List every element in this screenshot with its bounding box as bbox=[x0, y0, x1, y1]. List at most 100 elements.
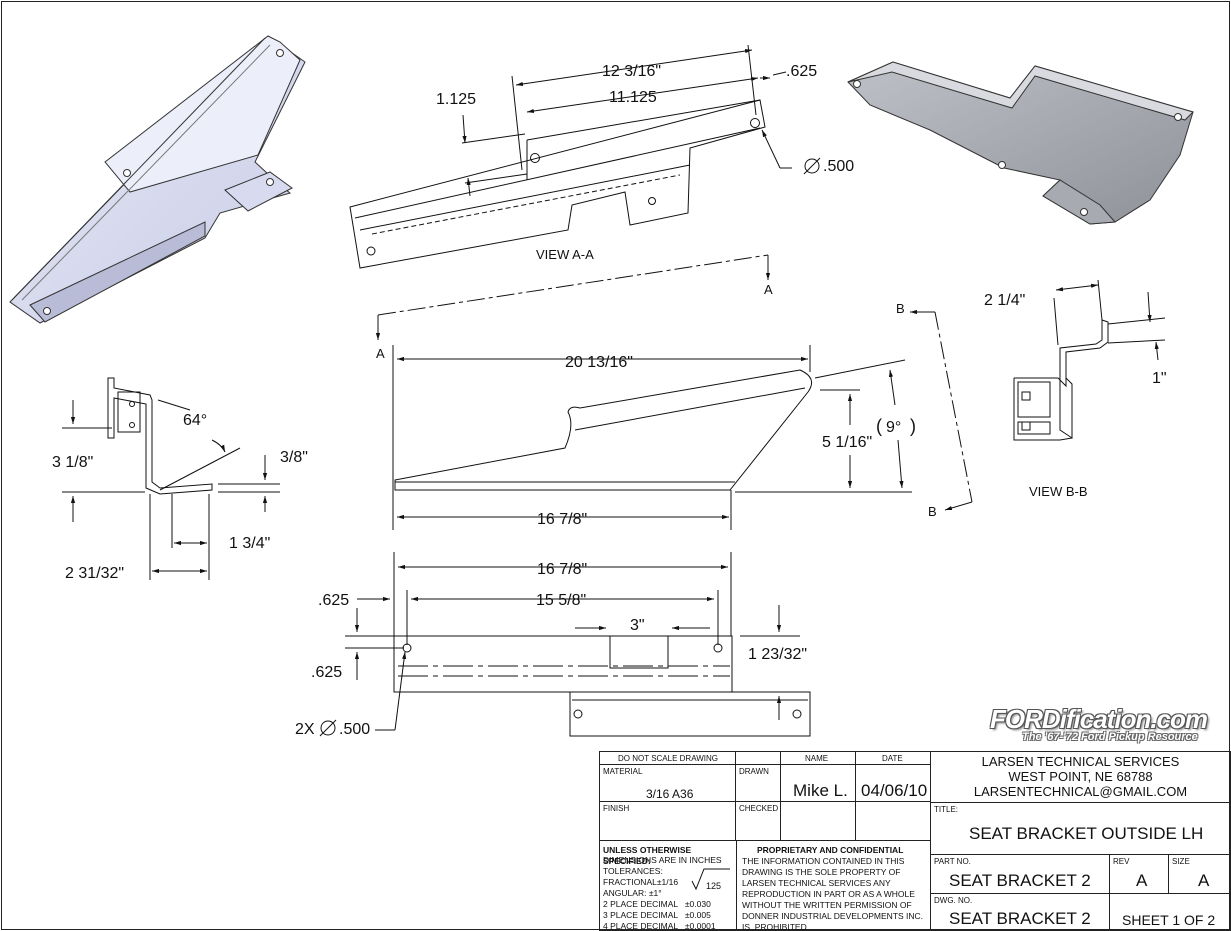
unless-line-5: 3 PLACE DECIMAL ±0.005 bbox=[603, 910, 711, 920]
do-not-scale-cell: DO NOT SCALE DRAWING bbox=[599, 751, 736, 765]
drawn-date: 04/06/10 bbox=[861, 781, 928, 800]
title-cell: TITLE: SEAT BRACKET OUTSIDE LH bbox=[930, 802, 1231, 855]
section-line-a bbox=[375, 254, 771, 340]
prop-line-5: DONNER INDUSTRIAL DEVELOPMENTS INC. bbox=[742, 911, 924, 921]
unless-line-6: 4 PLACE DECIMAL ±0.0001 bbox=[603, 921, 716, 931]
checked-label: CHECKED bbox=[739, 804, 779, 813]
finish-mark: 125 bbox=[706, 881, 722, 891]
name-header-cell: NAME bbox=[780, 751, 856, 765]
drawn-name: Mike L. bbox=[793, 781, 848, 800]
name-header: NAME bbox=[805, 754, 829, 763]
dim-plan-top-offset: .625 bbox=[311, 664, 342, 681]
section-b-label-bottom: B bbox=[928, 504, 937, 519]
dim-aa-hole-span: 11.125 bbox=[609, 89, 657, 106]
dim-plan-hole-count: 2X bbox=[295, 721, 315, 738]
dwg-no-cell: DWG. NO. SEAT BRACKET 2 bbox=[930, 893, 1110, 931]
dim-plan-depth: 1 23/32" bbox=[748, 646, 807, 663]
drawn-date-cell: 04/06/10 bbox=[855, 764, 931, 802]
dim-aa-hole-dia: .500 bbox=[823, 158, 854, 175]
unless-line-2: FRACTIONAL±1/16 bbox=[603, 877, 679, 887]
drawn-cell: DRAWN bbox=[735, 764, 781, 802]
dim-bb-width: 2 1/4" bbox=[984, 292, 1025, 309]
paren-close: ) bbox=[910, 416, 916, 436]
dim-bb-offset: 1" bbox=[1152, 370, 1167, 387]
view-aa bbox=[349, 44, 821, 269]
size-value: A bbox=[1198, 871, 1210, 890]
part-no-label: PART NO. bbox=[934, 857, 971, 866]
view-bb bbox=[1013, 279, 1166, 441]
checked-name-cell bbox=[780, 801, 856, 841]
section-a-label-left: A bbox=[376, 346, 385, 361]
fordification-watermark: FORDification.com The '67-'72 Ford Picku… bbox=[990, 704, 1208, 743]
watermark-tagline: The '67-'72 Ford Pickup Resource bbox=[1022, 731, 1198, 743]
dim-side-angle: 9° bbox=[886, 419, 901, 436]
dim-plan-overall: 16 7/8" bbox=[537, 561, 587, 578]
prop-line-6: IS PROHIBITED. bbox=[742, 922, 810, 931]
iso-render-left bbox=[9, 35, 306, 324]
prop-line-2: LARSEN TECHNICAL SERVICES ANY bbox=[742, 878, 891, 888]
rev-label: REV bbox=[1113, 857, 1130, 866]
size-label: SIZE bbox=[1172, 857, 1190, 866]
section-line-b bbox=[910, 309, 973, 511]
date-header-cell: DATE bbox=[855, 751, 931, 765]
side-view bbox=[392, 345, 912, 530]
dim-end-angle: 64° bbox=[183, 412, 207, 429]
dim-plan-left-offset: .625 bbox=[318, 592, 349, 609]
dim-plan-notch: 3" bbox=[630, 617, 645, 634]
unless-line-1: TOLERANCES: bbox=[603, 866, 663, 876]
checked-cell: CHECKED bbox=[735, 801, 781, 841]
checked-date-cell bbox=[855, 801, 931, 841]
dwg-no-label: DWG. NO. bbox=[934, 896, 973, 905]
paren-open: ( bbox=[876, 416, 882, 436]
prop-line-0: THE INFORMATION CONTAINED IN THIS bbox=[742, 856, 905, 866]
dim-plan-hole-span: 15 5/8" bbox=[536, 592, 586, 609]
dim-end-height: 3 1/8" bbox=[52, 454, 93, 471]
section-a-label-right: A bbox=[764, 282, 773, 297]
drawn-name-cell: Mike L. bbox=[780, 764, 856, 802]
title-value: SEAT BRACKET OUTSIDE LH bbox=[969, 824, 1204, 843]
dim-side-overall: 20 13/16" bbox=[565, 354, 633, 371]
part-no-value: SEAT BRACKET 2 bbox=[949, 871, 1091, 890]
dim-side-height: 5 1/16" bbox=[822, 434, 872, 451]
iso-render-right bbox=[847, 61, 1194, 225]
sheet-cell: SHEET 1 OF 2 bbox=[1109, 893, 1231, 931]
company-line-1: LARSEN TECHNICAL SERVICES bbox=[981, 754, 1180, 769]
unless-line-4: 2 PLACE DECIMAL ±0.030 bbox=[603, 899, 711, 909]
surface-finish-symbol bbox=[691, 868, 730, 891]
dim-end-foot: 1 3/4" bbox=[229, 535, 270, 552]
dim-end-thickness: 3/8" bbox=[280, 449, 308, 466]
part-no-cell: PART NO. SEAT BRACKET 2 bbox=[930, 854, 1110, 894]
company-line-3: LARSENTECHNICAL@GMAIL.COM bbox=[973, 784, 1188, 799]
finish-cell: FINISH bbox=[599, 801, 736, 841]
prop-title: PROPRIETARY AND CONFIDENTIAL bbox=[757, 845, 904, 855]
dim-side-bottom: 16 7/8" bbox=[537, 511, 587, 528]
view-aa-label: VIEW A-A bbox=[536, 247, 594, 262]
end-view bbox=[62, 377, 280, 580]
title-label: TITLE: bbox=[934, 805, 959, 814]
drawn-label: DRAWN bbox=[739, 767, 769, 776]
unless-line-0: DIMENSIONS ARE IN INCHES bbox=[603, 855, 722, 865]
view-bb-label: VIEW B-B bbox=[1029, 484, 1088, 499]
dwg-no-value: SEAT BRACKET 2 bbox=[949, 909, 1091, 928]
size-cell: SIZE A bbox=[1168, 854, 1231, 894]
rev-cell: REV A bbox=[1109, 854, 1169, 894]
do-not-scale-text: DO NOT SCALE DRAWING bbox=[618, 754, 719, 763]
prop-line-3: REPRODUCTION IN PART OR AS A WHOLE bbox=[742, 889, 915, 899]
unless-title: UNLESS OTHERWISE SPECIFIED: bbox=[603, 845, 692, 866]
finish-label: FINISH bbox=[603, 804, 630, 813]
blank-header-cell bbox=[735, 751, 781, 765]
tolerances-cell: UNLESS OTHERWISE SPECIFIED: DIMENSIONS A… bbox=[599, 840, 737, 931]
proprietary-cell: PROPRIETARY AND CONFIDENTIAL THE INFORMA… bbox=[736, 840, 931, 931]
material-value: 3/16 A36 bbox=[646, 787, 694, 801]
dim-plan-hole-dia: .500 bbox=[339, 721, 370, 738]
dim-end-width: 2 31/32" bbox=[65, 565, 124, 582]
prop-line-1: DRAWING IS THE SOLE PROPERTY OF bbox=[742, 867, 901, 877]
section-b-label-top: B bbox=[896, 301, 905, 316]
watermark-brand: FORDification.com bbox=[990, 704, 1208, 734]
material-label: MATERIAL bbox=[603, 767, 643, 776]
plan-view bbox=[319, 552, 811, 737]
material-cell: MATERIAL 3/16 A36 bbox=[599, 764, 736, 802]
